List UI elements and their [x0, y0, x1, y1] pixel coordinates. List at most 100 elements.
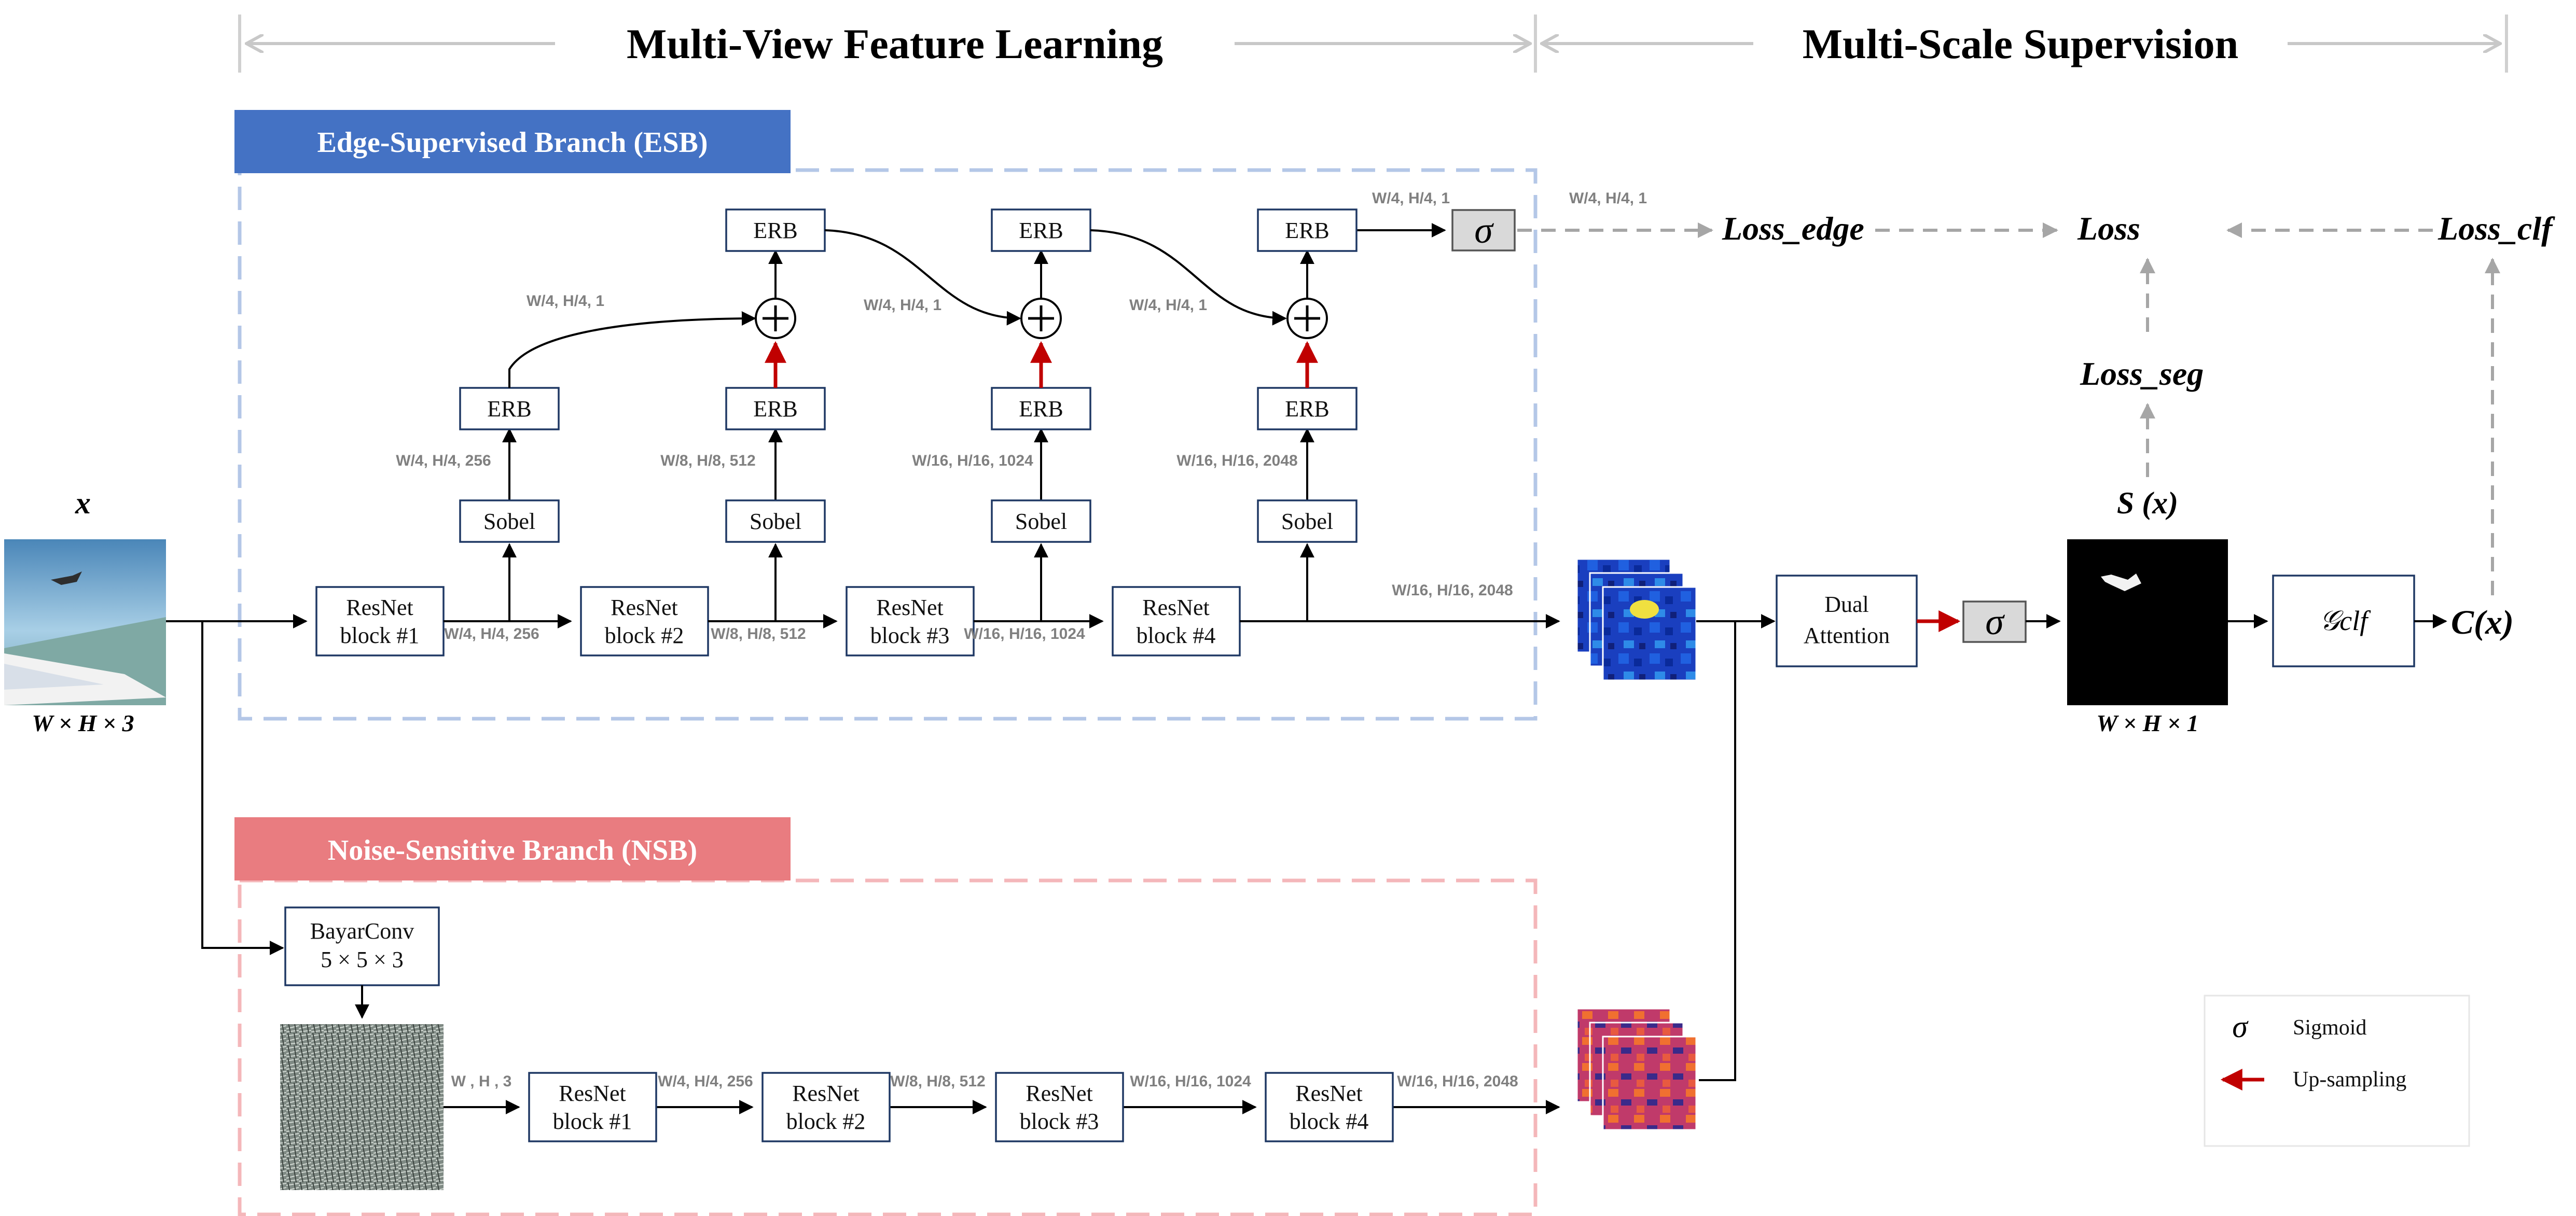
svg-text:Dual: Dual [1824, 592, 1869, 617]
svg-text:block #4: block #4 [1137, 623, 1216, 648]
nsb-frame [238, 878, 1538, 1216]
svg-text:Sobel: Sobel [483, 509, 535, 534]
svg-text:block #1: block #1 [553, 1109, 632, 1134]
dim-nsb-r1: W/4, H/4, 256 [658, 1073, 753, 1090]
erb-high-2 [725, 208, 826, 252]
svg-text:ERB: ERB [753, 218, 798, 243]
esb-feature-maps [1576, 558, 1697, 681]
legend-sigma-symbol: σ [2232, 1010, 2249, 1044]
esb-label: Edge-Supervised Branch (ESB) [317, 127, 708, 159]
input-image [4, 539, 166, 705]
svg-text:ResNet: ResNet [792, 1081, 860, 1106]
svg-text:ResNet: ResNet [1026, 1081, 1093, 1106]
nsb-row: BayarConv 5 × 5 × 3 W , H , 3 ResNet blo… [280, 906, 1560, 1190]
legend: σ Sigmoid Up-sampling [2204, 995, 2470, 1147]
dim-nsb-input: W , H , 3 [451, 1073, 512, 1090]
svg-text:ResNet: ResNet [1142, 595, 1210, 620]
dim-col1-up: W/4, H/4, 1 [527, 292, 604, 310]
erb-low-1 [459, 387, 560, 430]
svg-text:ERB: ERB [1285, 218, 1329, 243]
svg-text:ResNet: ResNet [346, 595, 413, 620]
esb-resnet-block-4 [1112, 586, 1241, 656]
mask-dim-label: W × H × 1 [2096, 710, 2198, 736]
erb-low-4 [1257, 387, 1358, 430]
sigmoid-edge-symbol: σ [1474, 209, 1494, 251]
svg-text:block #2: block #2 [605, 623, 684, 648]
input-dim-label: W × H × 3 [32, 710, 134, 736]
sobel-3 [991, 499, 1091, 543]
loss-section: W/4, H/4, 1 Loss_edge Loss Loss_clf Loss… [1517, 190, 2555, 595]
sigmoid-edge-box [1451, 209, 1516, 251]
fusion-lines [1696, 614, 1776, 1081]
classifier-box [2272, 575, 2415, 667]
legend-upsampling: Up-sampling [2293, 1068, 2406, 1092]
bayarconv-box [284, 906, 440, 986]
svg-text:ResNet: ResNet [876, 595, 944, 620]
clf-output-label: C(x) [2451, 604, 2514, 641]
svg-text:ResNet: ResNet [611, 595, 678, 620]
dim-col2-up: W/4, H/4, 1 [864, 297, 941, 314]
svg-text:Sobel: Sobel [1281, 509, 1333, 534]
svg-text:ERB: ERB [1285, 396, 1329, 422]
seg-output-label: S (x) [2117, 486, 2178, 520]
nsb-label: Noise-Sensitive Branch (NSB) [328, 834, 697, 866]
dim-col4: W/16, H/16, 2048 [1176, 452, 1297, 469]
erb-low-3 [991, 387, 1091, 430]
nsb-feature-maps [1576, 1008, 1697, 1131]
mask-image [2067, 539, 2228, 705]
dim-esb-r2: W/8, H/8, 512 [711, 625, 806, 642]
nsb-resnet-block-1 [528, 1072, 657, 1142]
svg-text:block #3: block #3 [1020, 1109, 1099, 1134]
input-x-label: x [75, 486, 91, 520]
dim-edge-loss: W/4, H/4, 1 [1569, 190, 1647, 207]
header-multi-view: Multi-View Feature Learning [627, 20, 1163, 67]
esb-resnet-block-3 [846, 586, 975, 656]
dual-attention-box [1776, 575, 1918, 667]
dim-nsb-r2: W/8, H/8, 512 [890, 1073, 985, 1090]
loss-clf: Loss_clf [2437, 210, 2555, 247]
classifier-label: 𝒢clf [2320, 605, 2371, 636]
loss-seg: Loss_seg [2080, 355, 2204, 392]
svg-text:BayarConv: BayarConv [310, 918, 414, 944]
erb-high-4 [1257, 208, 1358, 252]
nsb-resnet-block-3 [995, 1072, 1124, 1142]
sobel-4 [1257, 499, 1358, 543]
dim-esb-r4: W/16, H/16, 2048 [1392, 582, 1513, 599]
sobel-1 [459, 499, 560, 543]
svg-text:ERB: ERB [1019, 218, 1063, 243]
nsb-label-bg [234, 817, 791, 880]
svg-text:Attention: Attention [1804, 623, 1890, 648]
dim-nsb-r3: W/16, H/16, 1024 [1130, 1073, 1251, 1090]
svg-text:block #1: block #1 [340, 623, 420, 648]
esb-resnet-row: ResNet block #1 ResNet block #2 ResNet b… [315, 582, 1560, 656]
esb-resnet-block-2 [580, 586, 709, 656]
svg-text:5 × 5 × 3: 5 × 5 × 3 [321, 947, 404, 972]
dim-esb-r1: W/4, H/4, 256 [444, 625, 539, 642]
nsb-resnet-block-2 [761, 1072, 891, 1142]
erb-low-2 [725, 387, 826, 430]
noise-image [280, 1024, 444, 1190]
dim-nsb-r4: W/16, H/16, 2048 [1397, 1073, 1518, 1090]
legend-sigmoid: Sigmoid [2293, 1016, 2366, 1040]
edge-columns: Sobel ERB W/4, H/4, 256 W/4, H/4, 1 Sobe… [396, 190, 1516, 621]
svg-text:ERB: ERB [487, 396, 532, 422]
dim-col3-up: W/4, H/4, 1 [1129, 297, 1207, 314]
svg-text:ResNet: ResNet [559, 1081, 626, 1106]
dim-col2: W/8, H/8, 512 [660, 452, 755, 469]
header-multi-scale: Multi-Scale Supervision [1803, 20, 2239, 67]
sigmoid-seg-symbol: σ [1985, 601, 2005, 642]
loss-edge: Loss_edge [1722, 210, 1864, 247]
dim-col4-out: W/4, H/4, 1 [1372, 190, 1450, 207]
loss-total: Loss [2077, 210, 2140, 247]
svg-text:Sobel: Sobel [1015, 509, 1067, 534]
erb-high-3 [991, 208, 1091, 252]
esb-resnet-block-1 [315, 586, 445, 656]
esb-frame [238, 168, 1538, 721]
svg-text:ERB: ERB [753, 396, 798, 422]
svg-text:block #2: block #2 [786, 1109, 866, 1134]
esb-label-bg [234, 110, 791, 173]
svg-text:block #4: block #4 [1290, 1109, 1369, 1134]
svg-text:block #3: block #3 [870, 623, 950, 648]
dim-col3: W/16, H/16, 1024 [912, 452, 1033, 469]
